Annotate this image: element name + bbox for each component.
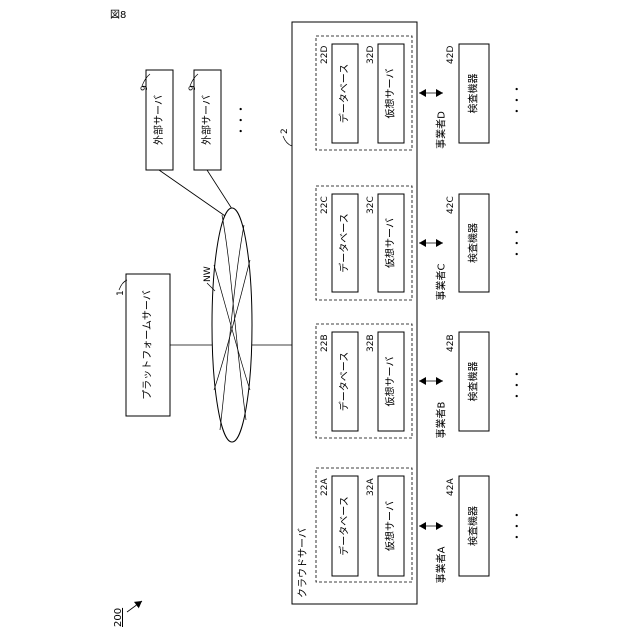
- operator-b-name: 事業者B: [435, 401, 448, 438]
- operator-a-virtual-server-label: 仮想サーバ: [384, 501, 397, 551]
- operator-d-database-label: データベース: [338, 64, 351, 124]
- external-server-2: 外部サーバ 9: [188, 70, 221, 170]
- operator-d-dashed-group: [316, 36, 412, 150]
- operator-c-name: 事業者C: [435, 263, 448, 300]
- system-ref-arrow: [127, 601, 142, 612]
- operator-d-virtual-server-label: 仮想サーバ: [384, 69, 397, 119]
- external-servers-ellipsis: ・・・: [235, 104, 248, 137]
- network: NW: [159, 170, 292, 442]
- operator-c-device-label: 検査機器: [467, 223, 480, 263]
- operator-d-device-ref: 42D: [446, 46, 456, 64]
- operator-a-database-label: データベース: [338, 496, 351, 556]
- external-server-1-label: 外部サーバ: [152, 95, 165, 145]
- operator-d-name: 事業者D: [435, 111, 448, 149]
- figure-label: 図8: [110, 9, 126, 21]
- external-server-1: 外部サーバ 9: [140, 70, 173, 170]
- system-ref-number: 200: [113, 608, 124, 627]
- operator-b-dashed-group: [316, 324, 412, 438]
- platform-server-ref: 1: [116, 290, 126, 296]
- operator-d: データベース 22D 仮想サーバ 32D 事業者D 検査機器 42D ・・・: [316, 36, 524, 150]
- operator-a-dashed-group: [316, 468, 412, 582]
- operator-a-device-label: 検査機器: [467, 506, 480, 546]
- cloud-server-label: クラウドサーバ: [297, 528, 309, 598]
- external-server-1-ref: 9: [140, 85, 150, 91]
- operator-b: データベース 22B 仮想サーバ 32B 事業者B 検査機器 42B ・・・: [316, 324, 524, 438]
- external-server-2-ref: 9: [188, 85, 198, 91]
- operator-b-device-label: 検査機器: [467, 362, 480, 402]
- operator-a-name: 事業者A: [435, 546, 448, 583]
- cloud-server-box: [292, 22, 417, 604]
- operator-b-virtual-server-label: 仮想サーバ: [384, 357, 397, 407]
- operator-d-virtual-server-ref: 32D: [366, 46, 376, 64]
- operator-c-virtual-server-label: 仮想サーバ: [384, 218, 397, 268]
- operator-c-virtual-server-ref: 32C: [366, 196, 376, 214]
- operator-a-ellipsis: ・・・: [511, 510, 524, 543]
- cloud-server-ref: 2: [280, 128, 290, 134]
- external-server-2-label: 外部サーバ: [200, 95, 213, 145]
- operator-c-database-ref: 22C: [320, 196, 330, 214]
- operator-b-database-ref: 22B: [320, 334, 330, 352]
- operator-a: データベース 22A 仮想サーバ 32A 事業者A 検査機器 42A ・・・: [316, 468, 524, 583]
- platform-server-label: プラットフォームサーバ: [142, 290, 154, 400]
- ext2-to-network-line: [207, 170, 234, 212]
- operator-c-ellipsis: ・・・: [511, 227, 524, 260]
- operator-a-virtual-server-ref: 32A: [366, 478, 376, 496]
- operator-b-virtual-server-ref: 32B: [366, 334, 376, 352]
- cloud-server-ref-leader: [283, 136, 292, 146]
- operator-d-device-label: 検査機器: [467, 74, 480, 114]
- operator-c-device-ref: 42C: [446, 196, 456, 214]
- system-ref: 200: [113, 601, 142, 627]
- operator-a-device-ref: 42A: [446, 478, 456, 496]
- operator-c-dashed-group: [316, 186, 412, 300]
- operator-c-database-label: データベース: [338, 213, 351, 273]
- operator-b-ellipsis: ・・・: [511, 369, 524, 402]
- operator-c: データベース 22C 仮想サーバ 32C 事業者C 検査機器 42C ・・・: [316, 186, 524, 300]
- operator-b-device-ref: 42B: [446, 334, 456, 352]
- network-label: NW: [203, 266, 213, 282]
- network-ellipse: [212, 208, 252, 442]
- operator-d-ellipsis: ・・・: [511, 84, 524, 117]
- operator-b-database-label: データベース: [338, 352, 351, 412]
- operator-d-database-ref: 22D: [320, 46, 330, 64]
- operator-a-database-ref: 22A: [320, 478, 330, 496]
- platform-server: プラットフォームサーバ 1: [116, 274, 170, 416]
- ext1-to-network-line: [159, 170, 228, 218]
